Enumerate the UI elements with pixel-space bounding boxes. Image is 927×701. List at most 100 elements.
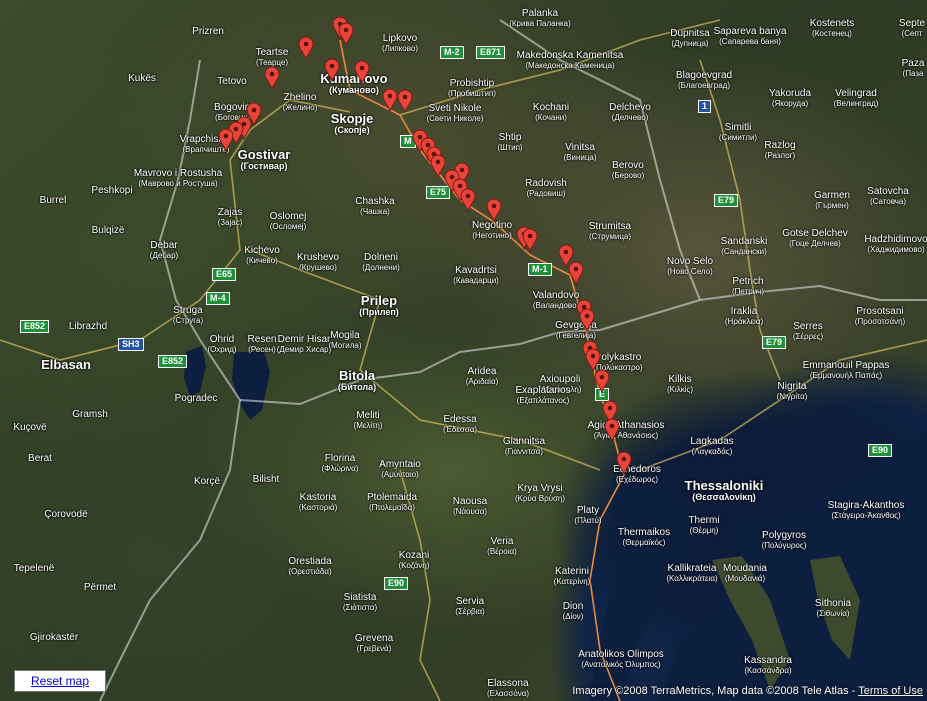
place-native-name: (Σέρβια) bbox=[455, 607, 485, 616]
map-pin-icon[interactable] bbox=[264, 66, 280, 91]
map-pin-icon[interactable] bbox=[604, 418, 620, 443]
place-name: Prilep bbox=[360, 293, 398, 308]
place-native-name: (Νάουσα) bbox=[452, 507, 488, 516]
road-ne bbox=[399, 19, 721, 116]
map-pin-icon[interactable] bbox=[382, 88, 398, 113]
place-native-name: (Ανατολικός Όλυμπος) bbox=[581, 660, 661, 669]
terms-of-use-link[interactable]: Terms of Use bbox=[858, 685, 923, 697]
place-label: Sapareva banya(Сапарева баня) bbox=[714, 26, 787, 46]
place-label: Librazhd bbox=[69, 321, 107, 332]
place-native-name: (Маврово и Ростуша) bbox=[138, 179, 218, 188]
place-label: Çorovodë bbox=[44, 509, 87, 520]
road-shield: E75 bbox=[426, 186, 451, 199]
place-name: Paza bbox=[901, 58, 925, 69]
road-shield: M-1 bbox=[528, 263, 552, 276]
place-label: Kallikrateia(Καλλικράτεια) bbox=[666, 563, 717, 583]
map-pin-icon[interactable] bbox=[218, 128, 234, 153]
place-label: Platy(Πλατύ) bbox=[574, 505, 601, 525]
place-name: Resen bbox=[247, 334, 277, 345]
map-pin-icon[interactable] bbox=[486, 198, 502, 223]
map-pin-icon[interactable] bbox=[616, 451, 632, 476]
place-label: Axioupoli(Αξιούπολη) bbox=[539, 374, 582, 394]
place-native-name: (Μουδανιά) bbox=[724, 574, 766, 583]
place-label: Valandovo(Валандово) bbox=[533, 290, 580, 310]
map-pin-icon[interactable] bbox=[568, 261, 584, 286]
place-name: Struga bbox=[173, 305, 203, 316]
place-label: Resen(Ресен) bbox=[248, 334, 277, 354]
place-label: Kochani(Кочани) bbox=[533, 102, 569, 122]
place-name: Ohrid bbox=[209, 334, 235, 345]
place-native-name: (Гоце Делчев) bbox=[789, 239, 841, 248]
place-name: Përmet bbox=[83, 582, 117, 593]
map-pin-icon[interactable] bbox=[298, 36, 314, 61]
place-label: Gostivar(Гостивар) bbox=[238, 148, 291, 171]
place-native-name: (Гевгелија) bbox=[555, 331, 597, 340]
map-pin-icon[interactable] bbox=[579, 308, 595, 333]
map-pin-icon[interactable] bbox=[430, 154, 446, 179]
map-pin-icon[interactable] bbox=[338, 22, 354, 47]
place-label: Zajas(Зајас) bbox=[218, 207, 243, 227]
place-name: Kastoria bbox=[299, 492, 337, 503]
place-label: Përmet bbox=[84, 582, 116, 593]
place-label: Thessaloniki(Θεσσαλονίκη) bbox=[685, 479, 764, 502]
place-name: Peshkopi bbox=[91, 185, 133, 196]
place-label: Krushevo(Крушево) bbox=[297, 252, 339, 272]
map-pin-icon[interactable] bbox=[324, 58, 340, 83]
place-native-name: (Ново Село) bbox=[667, 267, 713, 276]
place-name: Axioupoli bbox=[539, 374, 581, 385]
place-native-name: (Καστοριά) bbox=[298, 503, 338, 512]
place-native-name: (Νιγρίτα) bbox=[776, 392, 808, 401]
place-name: Hadzhidimovo bbox=[864, 234, 927, 245]
place-name: Garmen bbox=[813, 190, 851, 201]
map-pin-icon[interactable] bbox=[454, 162, 470, 187]
place-name: Oslomej bbox=[269, 211, 307, 222]
place-name: Gotse Delchev bbox=[782, 228, 848, 239]
place-native-name: (Πολύγυρος) bbox=[761, 541, 807, 550]
map-attribution: Imagery ©2008 TerraMetrics, Map data ©20… bbox=[572, 685, 923, 697]
map-pin-icon[interactable] bbox=[354, 60, 370, 85]
place-label: Garmen(Гърмен) bbox=[814, 190, 850, 210]
place-native-name: (Демир Хисар) bbox=[276, 345, 332, 354]
road-shield: M bbox=[400, 135, 416, 148]
place-label: Kuçovë bbox=[13, 422, 46, 433]
map-pin-icon[interactable] bbox=[397, 89, 413, 114]
place-label: Krya Vrysi(Κρύα Βρύση) bbox=[515, 483, 565, 503]
place-name: Vinitsa bbox=[565, 142, 595, 153]
place-label: Dion(Δίον) bbox=[563, 601, 584, 621]
place-label: Dolneni(Долнени) bbox=[362, 252, 400, 272]
place-native-name: (Дупница) bbox=[671, 39, 709, 48]
place-label: Prizren bbox=[192, 26, 224, 37]
map-pin-icon[interactable] bbox=[246, 102, 262, 127]
place-name: Satovcha bbox=[867, 186, 909, 197]
place-label: Tepelenë bbox=[14, 563, 55, 574]
map-pin-icon[interactable] bbox=[460, 188, 476, 213]
place-native-name: (Гърмен) bbox=[815, 201, 849, 210]
reset-map-button[interactable]: Reset map bbox=[14, 670, 106, 692]
place-label: Burrel bbox=[40, 195, 67, 206]
place-label: Kukës bbox=[128, 73, 156, 84]
place-name: Razlog bbox=[764, 140, 796, 151]
place-name: Simitli bbox=[724, 122, 752, 133]
place-name: Teartse bbox=[255, 47, 289, 58]
place-name: Negotino bbox=[471, 220, 513, 231]
map-pin-icon[interactable] bbox=[594, 369, 610, 394]
place-native-name: (Καλλικράτεια) bbox=[666, 574, 718, 583]
place-name: Palanka bbox=[521, 8, 559, 19]
place-label: Anatolikos Olimpos(Ανατολικός Όλυμπος) bbox=[578, 649, 664, 669]
map-pin-icon[interactable] bbox=[602, 400, 618, 425]
road-shield: E79 bbox=[762, 336, 787, 349]
place-name: Tetovo bbox=[217, 76, 247, 87]
place-label: Kassandra(Κασσάνδρα) bbox=[744, 655, 792, 675]
place-name: Polykastro bbox=[594, 352, 642, 363]
place-label: Dupnitsa(Дупница) bbox=[670, 28, 709, 48]
place-native-name: (Сандански) bbox=[721, 247, 767, 256]
place-name: Ptolemaida bbox=[366, 492, 418, 503]
map-pin-icon[interactable] bbox=[522, 228, 538, 253]
place-label: Prilep(Прилеп) bbox=[359, 294, 399, 317]
map-pin-icon[interactable] bbox=[585, 348, 601, 373]
place-native-name: (Осломеј) bbox=[269, 222, 307, 231]
map-pin-icon[interactable] bbox=[558, 244, 574, 269]
place-native-name: (Εχέδωρος) bbox=[616, 475, 658, 484]
place-label: Mogila(Могила) bbox=[328, 330, 361, 350]
